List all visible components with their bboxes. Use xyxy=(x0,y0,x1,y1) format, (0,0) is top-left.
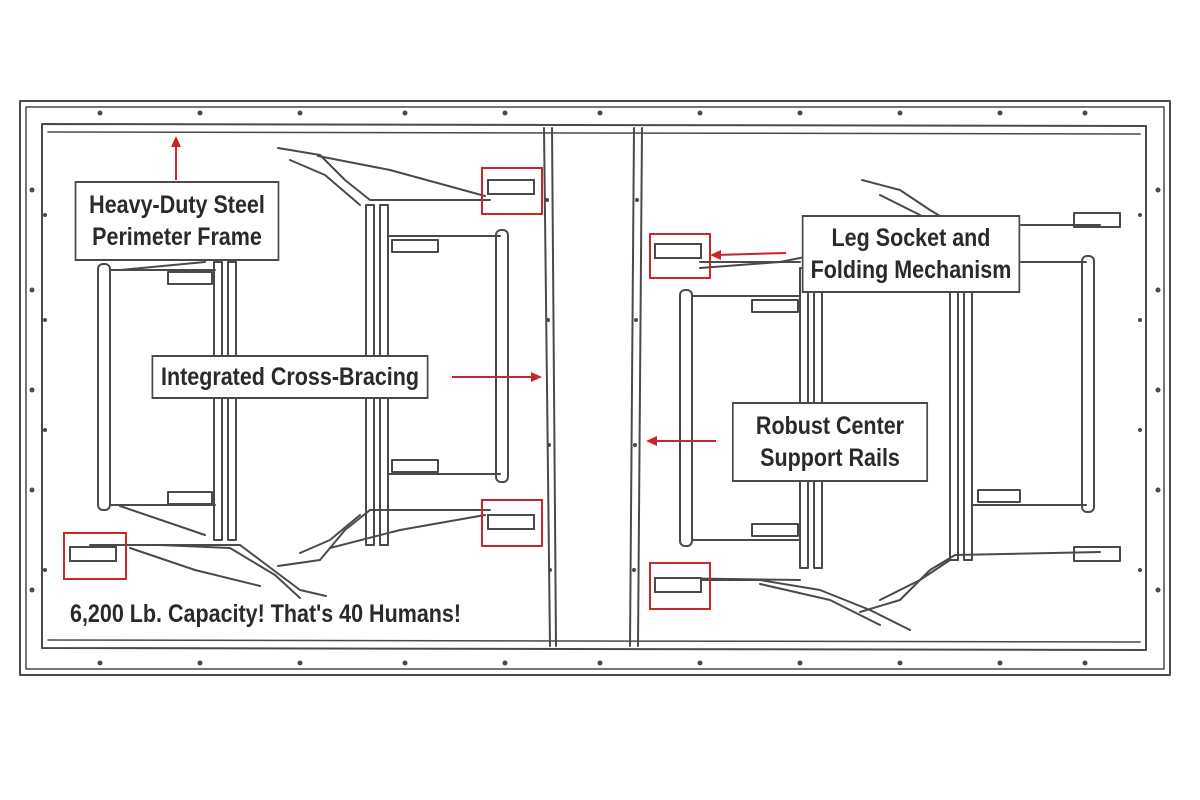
center-rail-left xyxy=(543,127,557,647)
socket-highlight-2 xyxy=(481,499,543,547)
inner-perimeter-rail xyxy=(41,123,1147,651)
callout-frame-line1: Heavy-Duty Steel xyxy=(89,191,265,219)
capacity-caption: 6,200 Lb. Capacity! That's 40 Humans! xyxy=(70,600,462,628)
callout-rails-line1: Robust Center xyxy=(755,412,905,440)
left-leg-assembly-a xyxy=(89,261,327,599)
callout-center-rails: Robust Center Support Rails xyxy=(731,402,929,482)
callout-cross-bracing: Integrated Cross-Bracing xyxy=(151,355,429,399)
callout-perimeter-frame: Heavy-Duty Steel Perimeter Frame xyxy=(74,181,280,261)
callout-socket-line1: Leg Socket and xyxy=(831,224,991,252)
callout-leg-socket: Leg Socket and Folding Mechanism xyxy=(801,215,1021,293)
callout-frame-line2: Perimeter Frame xyxy=(92,223,262,251)
left-leg-assembly-b xyxy=(277,147,509,567)
outer-frame xyxy=(19,100,1171,676)
socket-highlight-5 xyxy=(649,562,711,610)
socket-highlight-3 xyxy=(63,532,127,580)
callout-rails-line2: Support Rails xyxy=(760,444,900,472)
socket-highlight-4 xyxy=(649,233,711,279)
callout-socket-line2: Folding Mechanism xyxy=(810,256,1012,284)
socket-highlight-1 xyxy=(481,167,543,215)
callout-bracing-line1: Integrated Cross-Bracing xyxy=(160,363,420,391)
frame-rivets xyxy=(29,110,1161,666)
center-rail-right xyxy=(629,127,643,647)
socket-arrow xyxy=(715,252,787,256)
